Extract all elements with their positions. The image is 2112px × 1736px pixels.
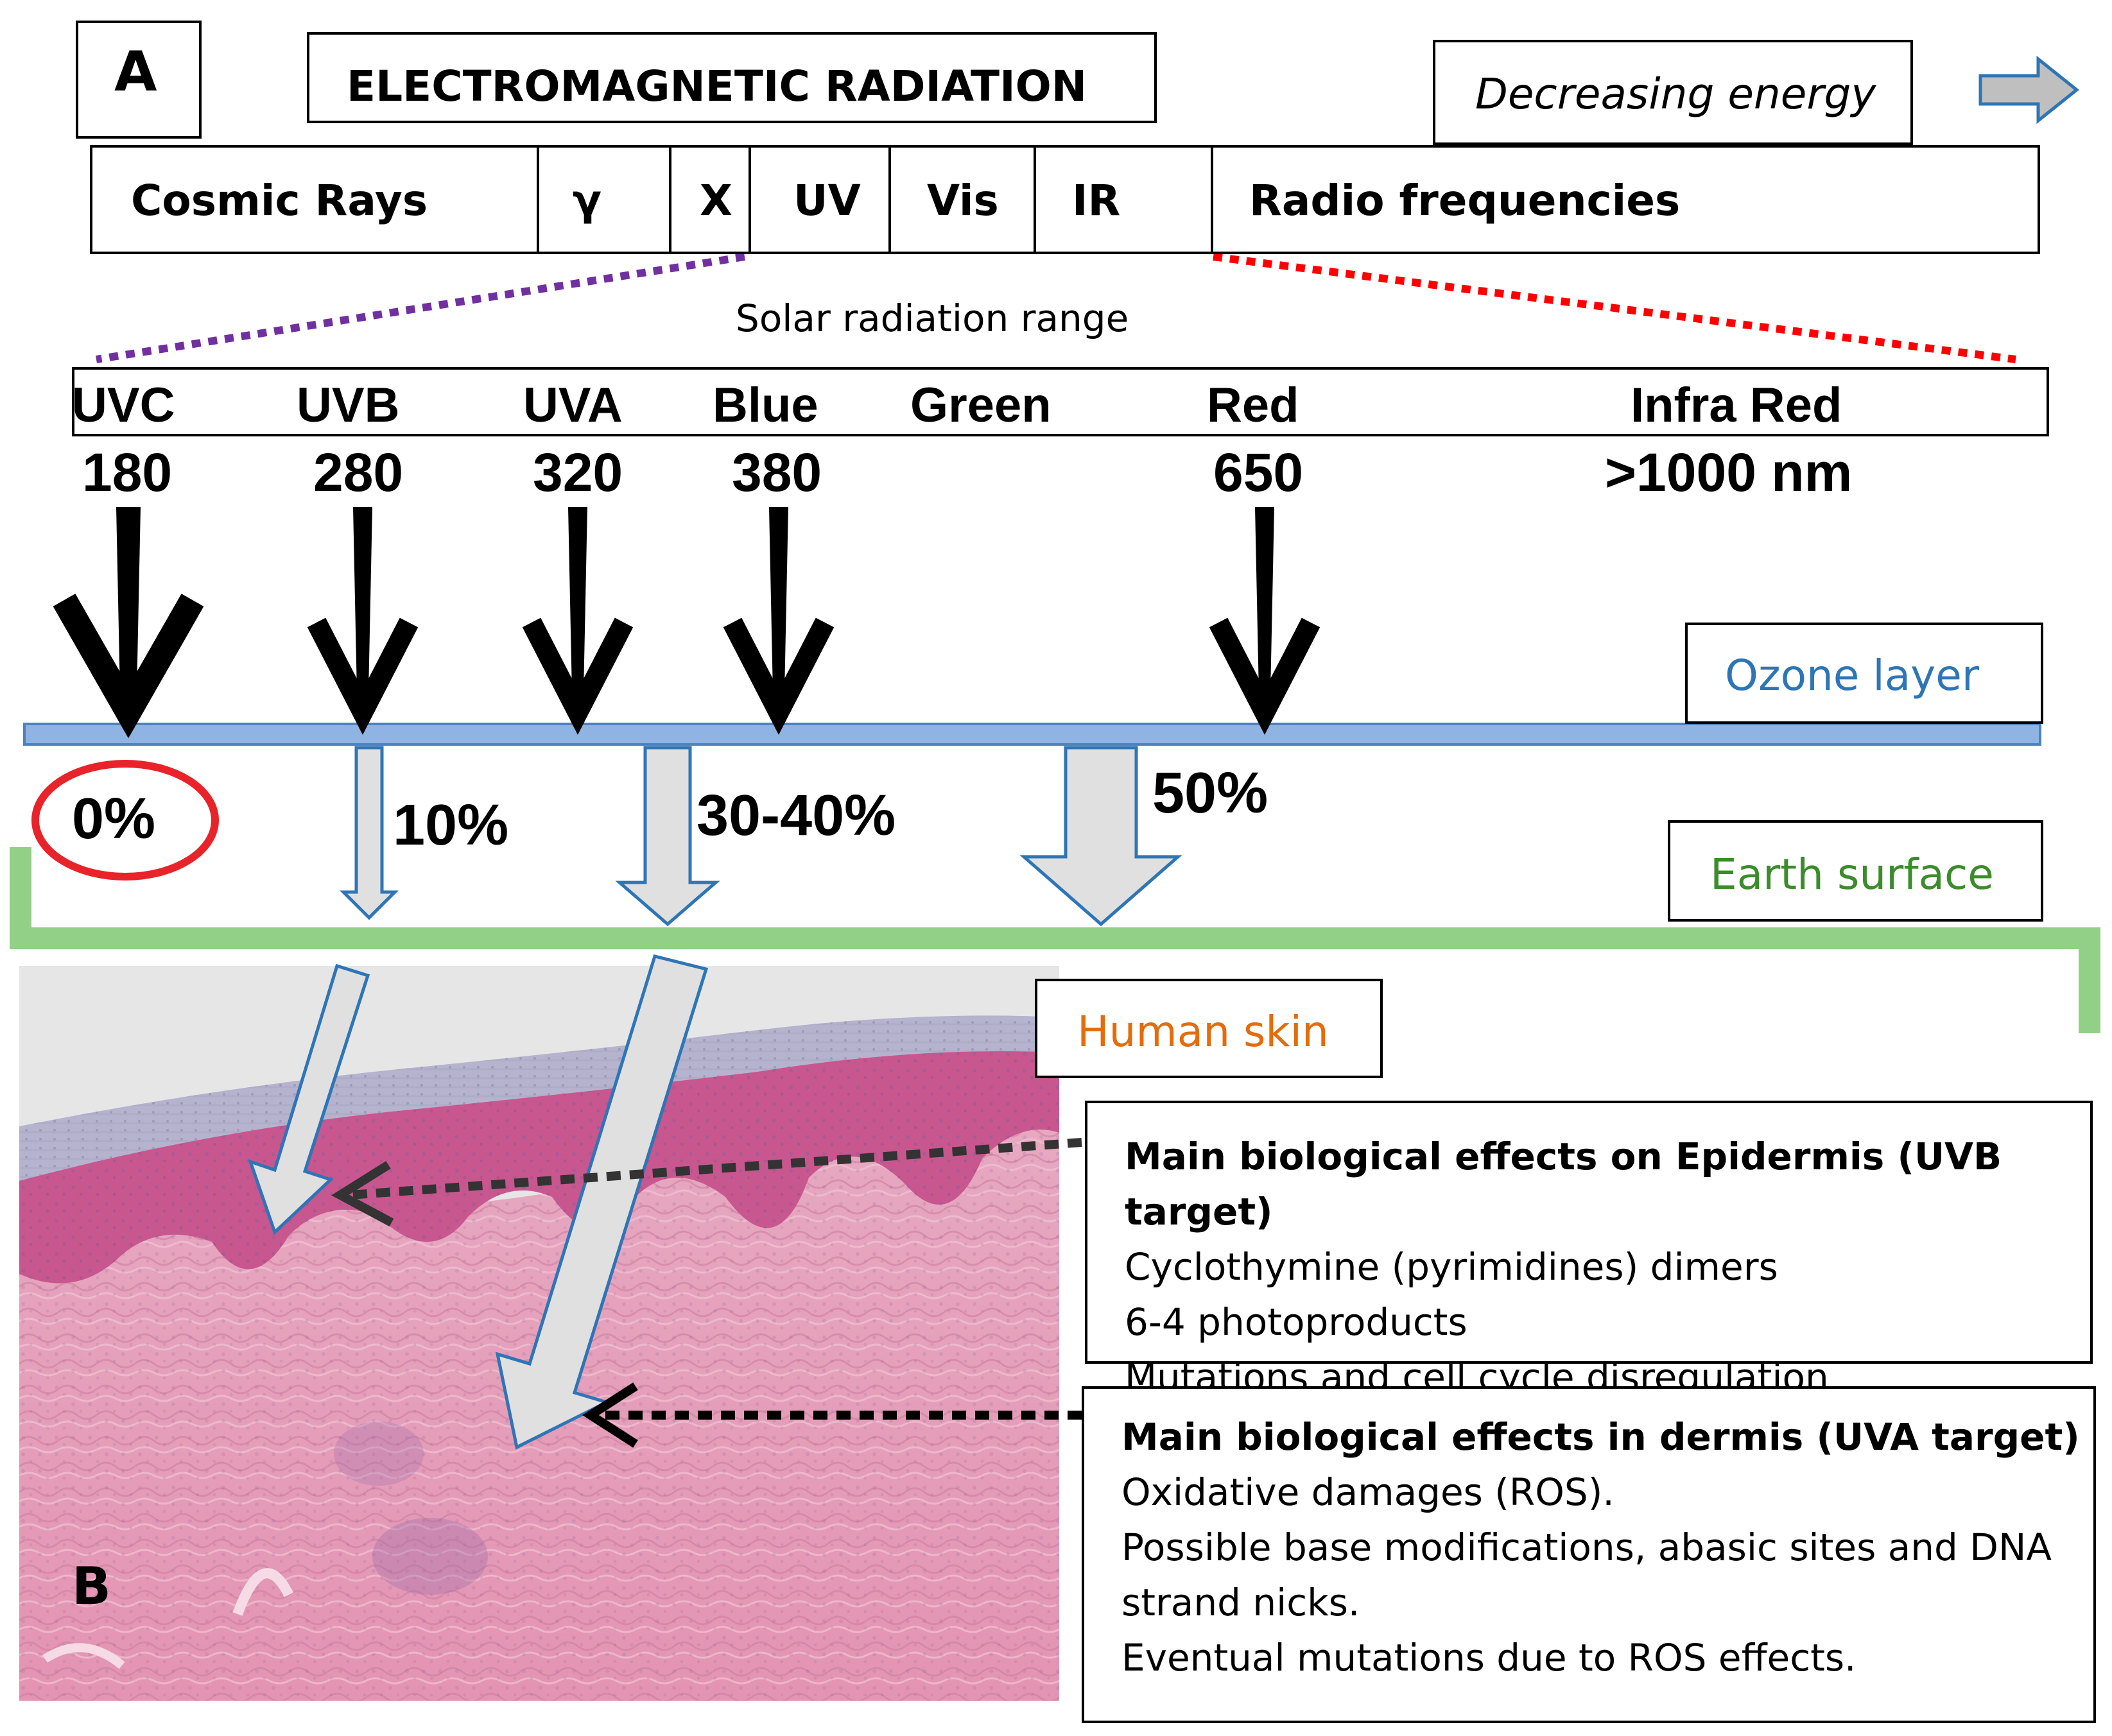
solar-band-name: UVB — [297, 378, 400, 433]
visible-transmission-arrow — [1019, 746, 1182, 927]
solar-band-name: Green — [910, 378, 1052, 433]
solar-band-name: Blue — [713, 378, 818, 433]
spectrum-band-0: Cosmic Rays — [90, 145, 539, 254]
solar-band-name: Red — [1207, 378, 1299, 433]
solar-band-wavelength: 650 — [1213, 442, 1304, 503]
ozone-label: Ozone layer — [1725, 651, 1979, 700]
panel-b-label: B — [72, 1556, 111, 1616]
spectrum-band-5: IR — [1034, 145, 1213, 254]
solar-band-name: UVA — [523, 378, 623, 433]
earth-label-box: Earth surface — [1668, 820, 2043, 922]
solar-incoming-arrow — [769, 507, 788, 693]
spectrum-band-label: Radio frequencies — [1249, 176, 1681, 225]
visible-transmission: 50% — [1152, 761, 1268, 825]
spectrum-band-3: UV — [749, 145, 891, 254]
solar-band-wavelength: 320 — [533, 442, 623, 503]
red-dotted-line — [1213, 253, 2016, 363]
dermis-pointer-head — [582, 1382, 638, 1448]
solar-incoming-arrow-head — [1209, 617, 1320, 735]
energy-note-box: Decreasing energy — [1433, 40, 1913, 145]
spectrum-band-2: X — [669, 145, 751, 254]
dermis-effect-2: Possible base modifications, abasic site… — [1121, 1525, 2052, 1569]
title: ELECTROMAGNETIC RADIATION — [347, 62, 1087, 111]
uvb-skin-penetration-arrow — [247, 963, 370, 1235]
solar-incoming-arrow — [353, 507, 372, 693]
dermis-effect-4: Eventual mutations due to ROS effects. — [1121, 1636, 1857, 1680]
solar-incoming-arrow — [116, 507, 141, 693]
solar-range-label: Solar radiation range — [736, 296, 1129, 340]
panel-a-label-box: A — [76, 21, 202, 139]
title-box: ELECTROMAGNETIC RADIATION — [307, 32, 1157, 123]
skin-label: Human skin — [1077, 1007, 1329, 1056]
epidermis-pointer-head — [331, 1161, 394, 1227]
purple-dotted-line — [96, 253, 745, 363]
spectrum-band-1: γ — [537, 145, 671, 254]
solar-incoming-arrow-head — [307, 617, 419, 735]
solar-band-wavelength: 280 — [313, 442, 404, 503]
solar-band-wavelength: 180 — [82, 442, 173, 503]
uvb-transmission-arrow — [339, 746, 399, 920]
solar-incoming-arrow — [1255, 507, 1274, 693]
panel-a-label: A — [114, 40, 157, 104]
uva-transmission-arrow — [615, 746, 720, 927]
uva-transmission: 30-40% — [697, 784, 896, 848]
solar-band-box — [72, 367, 2049, 436]
spectrum-band-label: γ — [573, 176, 602, 225]
epidermis-effect-1: Cyclothymine (pyrimidines) dimers — [1125, 1245, 1778, 1289]
ozone-layer-bar — [23, 723, 2041, 746]
epidermis-effect-2: 6-4 photoproducts — [1125, 1300, 1467, 1344]
zero-percent-oval — [31, 760, 219, 881]
epidermis-effects-title: Main biological effects on Epidermis (UV… — [1125, 1135, 2002, 1233]
spectrum-band-label: IR — [1072, 176, 1121, 225]
spectrum-band-label: Vis — [927, 176, 999, 225]
uvb-transmission: 10% — [393, 793, 509, 857]
uva-skin-penetration-arrow — [495, 954, 709, 1450]
spectrum-band-6: Radio frequencies — [1211, 145, 2040, 254]
dermis-effect-3: strand nicks. — [1121, 1581, 1360, 1624]
ozone-label-box: Ozone layer — [1685, 623, 2043, 724]
earth-surface-bar — [10, 847, 2100, 1033]
epidermis-effects-box: Main biological effects on Epidermis (UV… — [1085, 1101, 2093, 1399]
dermis-effect-1: Oxidative damages (ROS). — [1121, 1470, 1614, 1514]
solar-incoming-arrow-head — [53, 594, 204, 739]
dermis-effects-box: Main biological effects in dermis (UVA t… — [1082, 1386, 2096, 1723]
dermis-effects-title: Main biological effects in dermis (UVA t… — [1121, 1415, 2080, 1459]
solar-band-name: UVC — [72, 378, 175, 433]
solar-incoming-arrow — [568, 507, 587, 693]
solar-band-name: Infra Red — [1631, 378, 1842, 433]
epidermis-pointer-line — [349, 1138, 1082, 1199]
solar-incoming-arrow-head — [522, 617, 634, 735]
uvc-transmission: 0% — [72, 787, 156, 851]
decreasing-energy-arrow-icon — [1978, 55, 2080, 125]
spectrum-band-4: Vis — [888, 145, 1036, 254]
solar-band-wavelength: >1000 nm — [1605, 442, 1853, 503]
energy-note: Decreasing energy — [1475, 69, 1876, 119]
solar-incoming-arrow-head — [723, 617, 835, 735]
spectrum-band-label: X — [700, 176, 732, 225]
spectrum-band-label: UV — [793, 176, 861, 225]
skin-label-box: Human skin — [1035, 979, 1383, 1078]
earth-label: Earth surface — [1710, 850, 1994, 899]
spectrum-band-label: Cosmic Rays — [131, 176, 428, 225]
solar-band-wavelength: 380 — [732, 442, 822, 503]
